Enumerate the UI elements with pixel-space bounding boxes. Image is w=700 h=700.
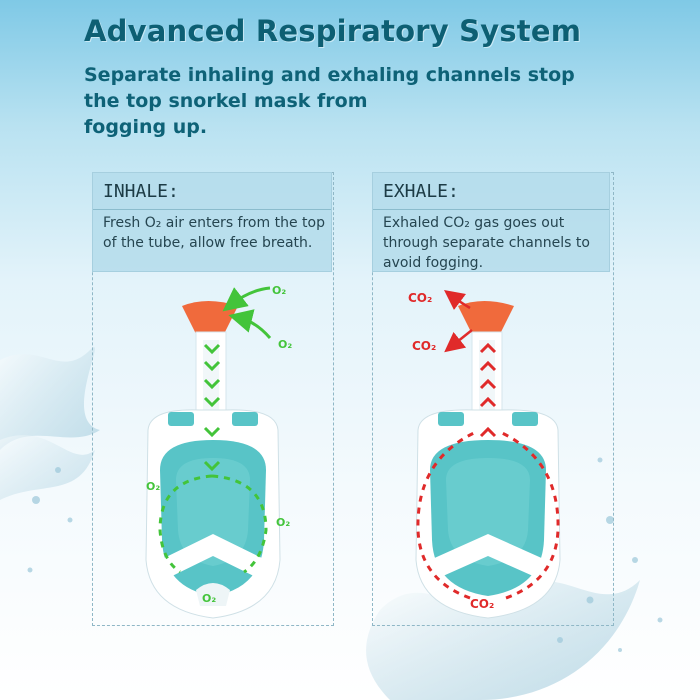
inhale-gas-label-2: O₂ <box>278 338 292 351</box>
exhale-mask-icon <box>415 290 561 619</box>
exhale-description: Exhaled CO₂ gas goes out through separat… <box>383 215 590 271</box>
inhale-description: Fresh O₂ air enters from the top of the … <box>103 215 325 251</box>
page-title: Advanced Respiratory System <box>84 14 582 48</box>
inhale-gas-label-4: O₂ <box>276 516 290 529</box>
inhale-heading: INHALE: <box>103 181 179 202</box>
exhale-gas-label-2: CO₂ <box>412 339 436 353</box>
inhale-gas-label-1: O₂ <box>272 284 286 297</box>
page-subtitle: Separate inhaling and exhaling channels … <box>84 64 575 138</box>
exhale-heading: EXHALE: <box>383 181 459 202</box>
exhale-gas-label-1: CO₂ <box>408 291 432 305</box>
inhale-gas-label-3: O₂ <box>146 480 160 493</box>
exhale-gas-label-3: CO₂ <box>470 597 494 611</box>
inhale-header: INHALE: Fresh O₂ air enters from the top… <box>92 172 332 272</box>
exhale-header: EXHALE: Exhaled CO₂ gas goes out through… <box>372 172 610 272</box>
inhale-mask-icon <box>145 286 281 619</box>
inhale-gas-label-5: O₂ <box>202 592 216 605</box>
